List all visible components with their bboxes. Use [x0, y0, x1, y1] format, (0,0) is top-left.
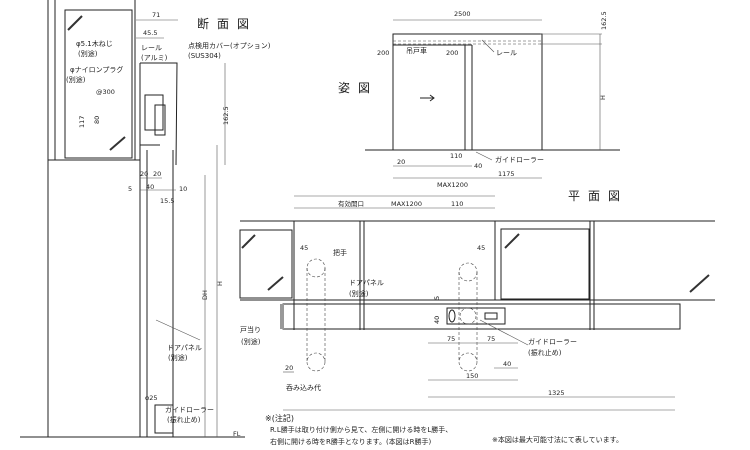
dim-200b: 200	[446, 49, 458, 57]
notes-heading: ※(注記)	[265, 413, 294, 423]
hanger-wheel-label: 吊戸車	[406, 46, 427, 55]
notes-line-2: 右側に開ける時をR勝手となります。(本図はR勝手)	[270, 437, 432, 446]
dim-117: 117	[78, 116, 86, 128]
dim-10: 10	[179, 185, 187, 193]
dim-40-elev: 40	[474, 162, 482, 170]
door-panel-label-plan: ドアパネル	[349, 279, 384, 287]
handle-label: 把手	[333, 248, 347, 257]
screw-note: (別途)	[78, 49, 98, 58]
dim-150: 150	[466, 372, 478, 380]
cover-label: 点検用カバー(オプション)	[188, 41, 271, 50]
dim-5-plan: 5	[433, 296, 441, 300]
guide-roller-label: ガイドローラー	[165, 405, 214, 414]
door-panel-label: ドアパネル	[167, 344, 202, 352]
plug-note: (別途)	[66, 75, 86, 84]
dim-phi25: φ25	[145, 394, 158, 402]
dim-45-5: 45.5	[143, 29, 157, 37]
door-stop-label: 戸当り	[240, 325, 261, 334]
elevation-title: 姿図	[338, 81, 378, 95]
notes-line-1: R.L勝手は取り付け側から見て、左側に開ける時をL勝手、	[270, 425, 452, 434]
dim-80: 80	[93, 116, 101, 124]
scale-note: ※本図は最大可能寸法にて表しています。	[492, 435, 623, 444]
door-stop-note: (別途)	[241, 337, 261, 346]
dim-20-elev: 20	[397, 158, 405, 166]
dim-20a: 20	[140, 170, 148, 178]
dim-40-plan-a: 40	[433, 316, 441, 324]
dim-h: H	[216, 281, 224, 286]
rail-label-elev: レール	[496, 49, 517, 57]
dim-200a: 200	[377, 49, 389, 57]
dim-20b: 20	[153, 170, 161, 178]
dim-40: 40	[146, 183, 154, 191]
overlap-allowance-label: 呑み込み代	[286, 383, 321, 392]
plug-label: φナイロンプラグ	[70, 65, 123, 74]
guide-roller-label-elev: ガイドローラー	[495, 155, 544, 164]
dim-45b: 45	[477, 244, 485, 252]
section-view	[20, 0, 245, 438]
dim-effective-opening: 有効開口	[338, 199, 364, 208]
dim-dh: DH	[201, 290, 209, 300]
dim-71: 71	[152, 11, 160, 19]
dim-pitch: @300	[96, 88, 115, 96]
dim-max1200-plan: MAX1200	[391, 200, 422, 208]
dim-110-plan: 110	[451, 200, 463, 208]
guide-roller-label-plan: ガイドローラー	[528, 337, 577, 346]
dim-75a: 75	[447, 335, 455, 343]
plan-title: 平面図	[568, 189, 628, 203]
screw-label: φ5.1木ねじ	[76, 39, 113, 48]
guide-roller-note-plan: (振れ止め)	[528, 348, 562, 357]
door-stop	[280, 304, 284, 329]
dim-5: 5	[128, 185, 132, 193]
dim-2500: 2500	[454, 10, 471, 18]
dim-max1200-elev: MAX1200	[437, 181, 468, 189]
dim-1175: 1175	[498, 170, 515, 178]
rail-note: (アルミ)	[141, 54, 168, 62]
dim-162-5: 162.5	[222, 106, 230, 125]
cover-note: (SUS304)	[188, 52, 221, 60]
elevation-view	[365, 19, 620, 179]
dim-1325: 1325	[548, 389, 565, 397]
rail-label: レール	[141, 44, 162, 52]
door-panel-note: (別途)	[168, 353, 188, 362]
floor-level-label: FL	[233, 430, 241, 438]
dim-45a: 45	[300, 244, 308, 252]
door-panel-note-plan: (別途)	[349, 289, 369, 298]
guide-roller-note: (振れ止め)	[167, 415, 201, 424]
dim-h-elev: H	[599, 95, 607, 100]
section-title: 断面図	[197, 16, 257, 31]
dim-162-5-elev: 162.5	[600, 11, 608, 30]
dim-110-elev: 110	[450, 152, 462, 160]
dim-40-plan-b: 40	[503, 360, 511, 368]
dim-15-5: 15.5	[160, 197, 174, 205]
dim-75b: 75	[487, 335, 495, 343]
plan-view	[239, 195, 715, 411]
dim-20-plan: 20	[285, 364, 293, 372]
